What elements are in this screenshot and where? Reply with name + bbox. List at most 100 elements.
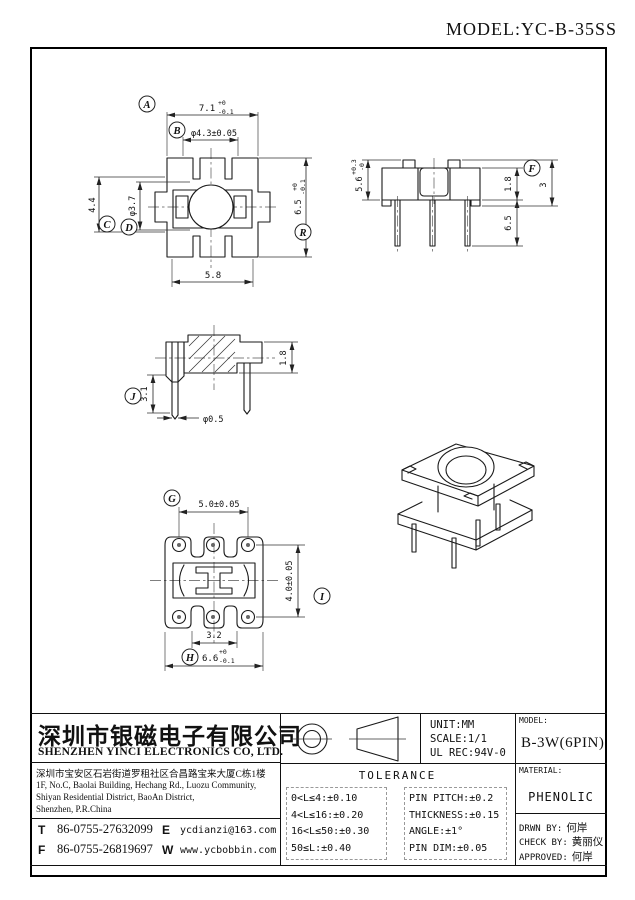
front-view-dimensions: A 7.1 +0 -0.1 B φ4.3±0.05 4.4 C φ3.7 D [88,95,312,287]
titleblock-divider-1 [280,713,282,865]
dim-side-stack-tol-up: +0.3 [350,159,358,175]
dim-bottom-pitch: 5.0±0.05 [199,500,240,510]
company-name-en: SHENZHEN YINCI ELECTRONICS CO, LTD. [38,746,284,758]
bottom-view-dimensions: G 5.0±0.05 4.0±0.05 I 3.2 H 6.6 +0 -0.1 [163,489,331,671]
dim-front-height-tol-up: +0 [291,183,299,191]
pin-tip [171,414,179,420]
balloon-g-letter: G [168,494,176,505]
scale-spec: SCALE:1/1 [430,733,487,745]
tolerance-row: PIN PITCH:±0.2 [409,793,494,804]
tolerance-table-general: 0<L≤4:±0.10 4<L≤16:±0.20 16<L≤50:±0.30 5… [286,787,387,860]
model-value: B-3W(6PIN) [521,735,605,751]
company-address-cn: 深圳市宝安区石岩街道罗租社区合昌路宝来大厦C栋1楼 [36,770,266,780]
section-hatching [188,335,236,373]
section-view-body-outline [165,334,263,420]
dim-side-total: 3 [539,182,549,187]
dim-front-width-tol-dn: -0.1 [218,108,234,116]
isometric-bobbin-sketch [397,443,535,569]
front-view-drawing: A 7.1 +0 -0.1 B φ4.3±0.05 4.4 C φ3.7 D [88,95,312,287]
balloon-h [181,648,199,666]
check-by-row: CHECK BY: 黄丽仪 [519,832,603,850]
titleblock-divider-2 [420,713,422,763]
dim-section-body: 1.8 [279,350,289,365]
projection-symbol [292,716,406,762]
balloon-i-letter: I [319,592,325,603]
section-view-centerlines [155,325,275,390]
balloon-c-letter: C [103,220,111,231]
pin [411,523,417,553]
pin [464,199,471,247]
section-view-dimensions: 1.8 3.1 J φ0.5 [124,341,298,425]
sheet-border-frame [30,47,607,877]
balloon-h-letter: H [185,653,195,664]
fax-value: 86-0755-26819697 [57,842,153,856]
dim-front-bottom: 5.8 [205,271,221,281]
balloon-b-letter: B [172,126,180,137]
side-view-centerlines [397,158,468,252]
titleblock-bottom-line [30,865,607,867]
tolerance-row: 50≤L:±0.40 [291,842,352,854]
email-value: ycdianzi@163.com [180,825,277,836]
bottom-view-body-outline [164,536,264,629]
dim-section-pin-dia: φ0.5 [203,415,223,425]
material-label: MATERIAL: [519,766,563,775]
balloon-f-letter: F [527,164,535,175]
pin [451,537,457,569]
dim-bottom-width: 6.6 [202,654,218,664]
company-name-cn: 深圳市银磁电子有限公司 [38,724,302,749]
dim-bottom-width-tol-up: +0 [219,648,227,656]
balloon-i [313,587,331,605]
tolerance-row: PIN DIM:±0.05 [409,842,488,854]
dim-front-height-tol-dn: -0.1 [299,179,307,195]
dim-front-width: 7.1 [199,104,215,114]
material-value: PHENOLIC [528,790,594,804]
core-section [195,566,233,595]
approved-by-row: APPROVED: 何岸 [519,847,593,865]
tel-value: 86-0755-27632099 [57,822,153,836]
company-address-en-3: Shenzhen, P.R.China [36,804,112,814]
dim-section-pin-len: 3.1 [140,386,150,401]
email-label: E [162,823,171,837]
unit-spec: UNIT:MM [430,719,475,731]
tolerance-row: 16<L≤50:±0.30 [291,826,370,837]
pin [495,503,501,531]
ul-spec: UL REC:94V-0 [430,747,506,759]
fax-label: F [38,843,46,857]
drawn-by-row: DRWN BY: 何岸 [519,818,587,836]
drawn-by-name: 何岸 [566,823,588,834]
isometric-view-drawing [397,443,535,569]
drawn-by-label: DRWN BY: [519,824,563,834]
company-address-en-2: Shiyan Residential District, BaoAn Distr… [36,792,195,802]
tolerance-title: TOLERANCE [358,769,437,782]
dim-bottom-width-tol-dn: -0.1 [219,657,235,665]
approved-by-label: APPROVED: [519,853,568,863]
dim-front-width-tol-up: +0 [218,99,226,107]
web-label: W [162,843,174,857]
dim-bottom-inner: 3.2 [206,631,221,641]
tolerance-row: 4<L≤16:±0.20 [291,809,364,821]
model-label: MODEL: [519,716,548,725]
company-divider-1 [30,762,280,764]
tel-label: T [38,823,46,837]
front-view-body-outline [154,157,271,258]
section-view-drawing: 1.8 3.1 J φ0.5 [124,325,298,425]
approved-by-name: 何岸 [571,852,593,863]
titleblock-row-line-2 [515,813,607,815]
titleblock-top-line [30,713,607,715]
pin [394,199,401,247]
check-by-name: 黄丽仪 [571,837,604,848]
tolerance-row: THICKNESS:±0.15 [409,809,500,821]
balloon-a-letter: A [142,100,150,111]
side-view-drawing: +0.3 -0 5.6 1.8 6.5 3 F [350,158,558,252]
web-value: www.ycbobbin.com [180,845,277,856]
dim-side-stack-tol-dn: -0 [358,163,366,171]
side-view-dimensions: +0.3 -0 5.6 1.8 6.5 3 F [350,159,558,247]
dim-side-body: 1.8 [504,176,514,191]
dim-front-height: 6.5 [294,199,304,214]
balloon-g [163,489,181,507]
tolerance-row: 0<L≤4:±0.10 [291,793,358,804]
side-view-body-outline [381,159,481,247]
tolerance-row: ANGLE:±1° [409,826,464,837]
pin [475,519,481,547]
